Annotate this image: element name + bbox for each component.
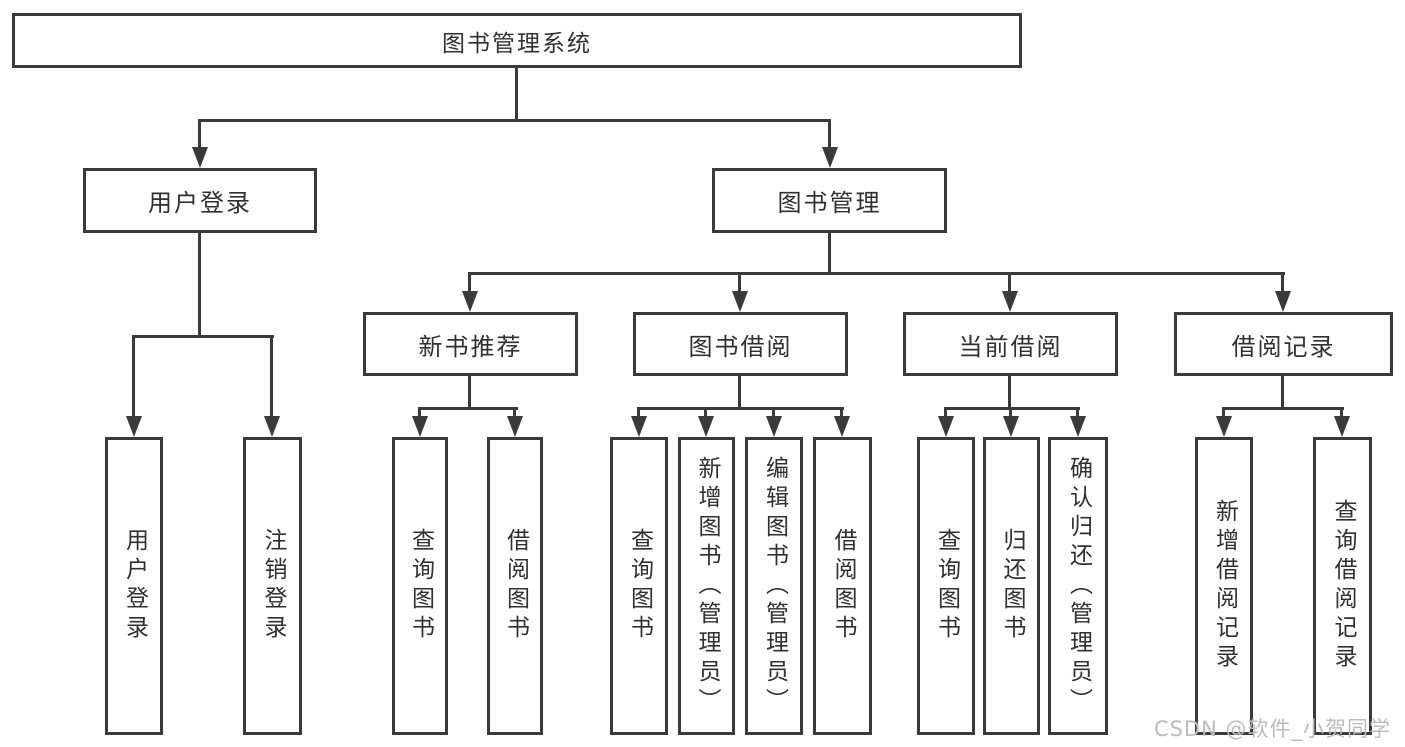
node-label: 图书管理 [777,189,882,217]
connector-line [1222,407,1344,410]
leaf-label: 新增借阅记录 [1211,499,1238,673]
leaf-label: 注销登录 [260,528,286,644]
connector-line [637,407,844,410]
arrowhead-icon [1216,416,1232,437]
leaf-borrow-books-2: 借阅图书 [813,437,872,735]
node-label: 借阅记录 [1231,332,1336,361]
connector-line [944,407,1080,410]
arrowhead-icon [1334,416,1350,437]
node-borrowing-records: 借阅记录 [1174,312,1393,376]
connector-line [1222,410,1225,416]
connector-line [418,410,421,416]
connector-line [738,376,741,410]
node-book-management: 图书管理 [712,168,947,233]
leaf-logout: 注销登录 [243,437,302,735]
connector-line [704,410,707,416]
arrowhead-icon [412,416,428,437]
leaf-borrow-books-1: 借阅图书 [487,437,543,735]
connector-line [468,376,471,410]
connector-line [840,410,843,416]
arrowhead-icon [822,147,838,168]
connector-line [468,275,471,291]
connector-line [515,68,518,122]
node-label: 用户登录 [148,189,252,217]
leaf-return-books: 归还图书 [983,437,1040,735]
connector-line [772,410,775,416]
leaf-user-login: 用户登录 [105,437,163,735]
leaf-query-books-1: 查询图书 [392,437,448,735]
leaf-label: 用户登录 [121,528,148,644]
leaf-query-borrow-record: 查询借阅记录 [1313,437,1372,735]
csdn-watermark: CSDN @软件_小贺同学 [1153,717,1391,741]
node-new-book-recommendation: 新书推荐 [363,312,578,376]
node-user-login: 用户登录 [83,168,317,233]
connector-line [1008,275,1011,291]
connector-line [198,122,201,147]
leaf-label: 编辑图书（管理员） [761,455,788,717]
arrowhead-icon [126,416,142,437]
connector-line [1008,376,1011,410]
connector-line [1281,275,1284,291]
connector-line [828,122,831,147]
arrowhead-icon [698,416,714,437]
node-label: 图书借阅 [688,332,793,361]
arrowhead-icon [766,416,782,437]
connector-line [738,275,741,291]
leaf-add-borrow-record: 新增借阅记录 [1195,437,1253,735]
arrowhead-icon [1003,416,1019,437]
connector-line [513,410,516,416]
arrowhead-icon [732,291,748,312]
leaf-label: 新增图书（管理员） [694,455,720,717]
node-library-management-system: 图书管理系统 [12,13,1022,68]
connector-line [1340,410,1343,416]
connector-line [637,410,640,416]
connector-line [418,407,518,410]
arrowhead-icon [1275,291,1291,312]
connector-line [944,410,947,416]
leaf-query-books-3: 查询图书 [917,437,975,735]
leaf-label: 归还图书 [999,528,1025,644]
arrowhead-icon [264,416,280,437]
connector-line [1076,410,1079,416]
node-label: 当前借阅 [958,332,1063,361]
arrowhead-icon [462,291,478,312]
leaf-label: 借阅图书 [502,528,529,644]
connector-line [1281,376,1284,410]
leaf-edit-books-admin: 编辑图书（管理员） [745,437,803,735]
leaf-label: 查询借阅记录 [1330,499,1356,673]
connector-line [132,338,135,416]
leaf-label: 查询图书 [407,528,434,644]
connector-line [132,335,274,338]
connector-line [1009,410,1012,416]
node-current-borrowing: 当前借阅 [903,312,1118,376]
leaf-label: 查询图书 [626,528,653,644]
connector-line [198,233,201,335]
connector-line [198,119,831,122]
arrowhead-icon [631,416,647,437]
leaf-confirm-return-admin: 确认归还（管理员） [1048,437,1108,735]
leaf-query-books-2: 查询图书 [610,437,668,735]
arrowhead-icon [834,416,850,437]
connector-line [270,338,273,416]
node-label: 图书管理系统 [442,30,592,57]
connector-line [828,233,831,275]
leaf-label: 确认归还（管理员） [1065,455,1092,717]
leaf-label: 借阅图书 [830,528,856,644]
node-book-borrowing: 图书借阅 [633,312,848,376]
arrowhead-icon [507,416,523,437]
arrowhead-icon [1070,416,1086,437]
leaf-add-books-admin: 新增图书（管理员） [678,437,735,735]
connector-line [468,272,1285,275]
arrowhead-icon [192,147,208,168]
node-label: 新书推荐 [418,332,523,361]
arrowhead-icon [938,416,954,437]
leaf-label: 查询图书 [933,528,960,644]
arrowhead-icon [1002,291,1018,312]
